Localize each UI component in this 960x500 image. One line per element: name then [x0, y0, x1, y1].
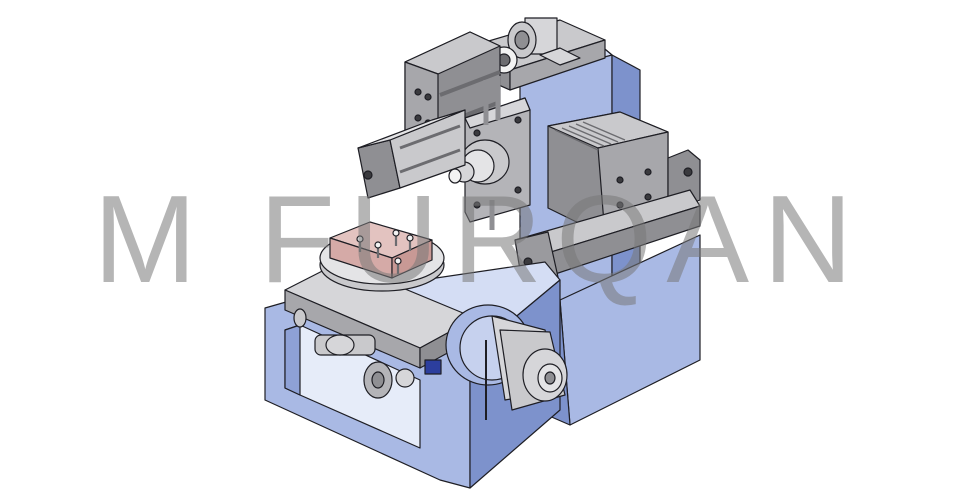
- left-middle-slide: [357, 109, 466, 199]
- vise-workpiece: [329, 221, 433, 279]
- drive-motor: [445, 304, 568, 420]
- lower-gear-train: [293, 308, 442, 399]
